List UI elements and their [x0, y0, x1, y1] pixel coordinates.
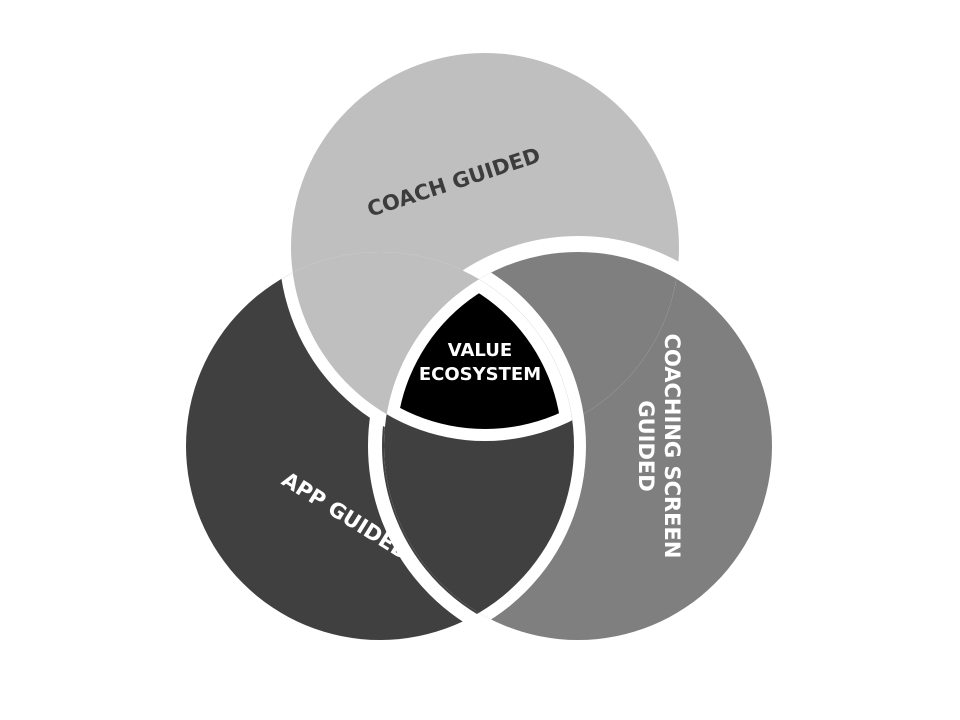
- label-coaching-screen-line2: GUIDED: [634, 400, 658, 491]
- label-coaching-screen-line1: COACHING SCREEN: [660, 334, 684, 559]
- label-value-line2: ECOSYSTEM: [419, 364, 541, 385]
- label-value-line1: VALUE: [448, 340, 512, 361]
